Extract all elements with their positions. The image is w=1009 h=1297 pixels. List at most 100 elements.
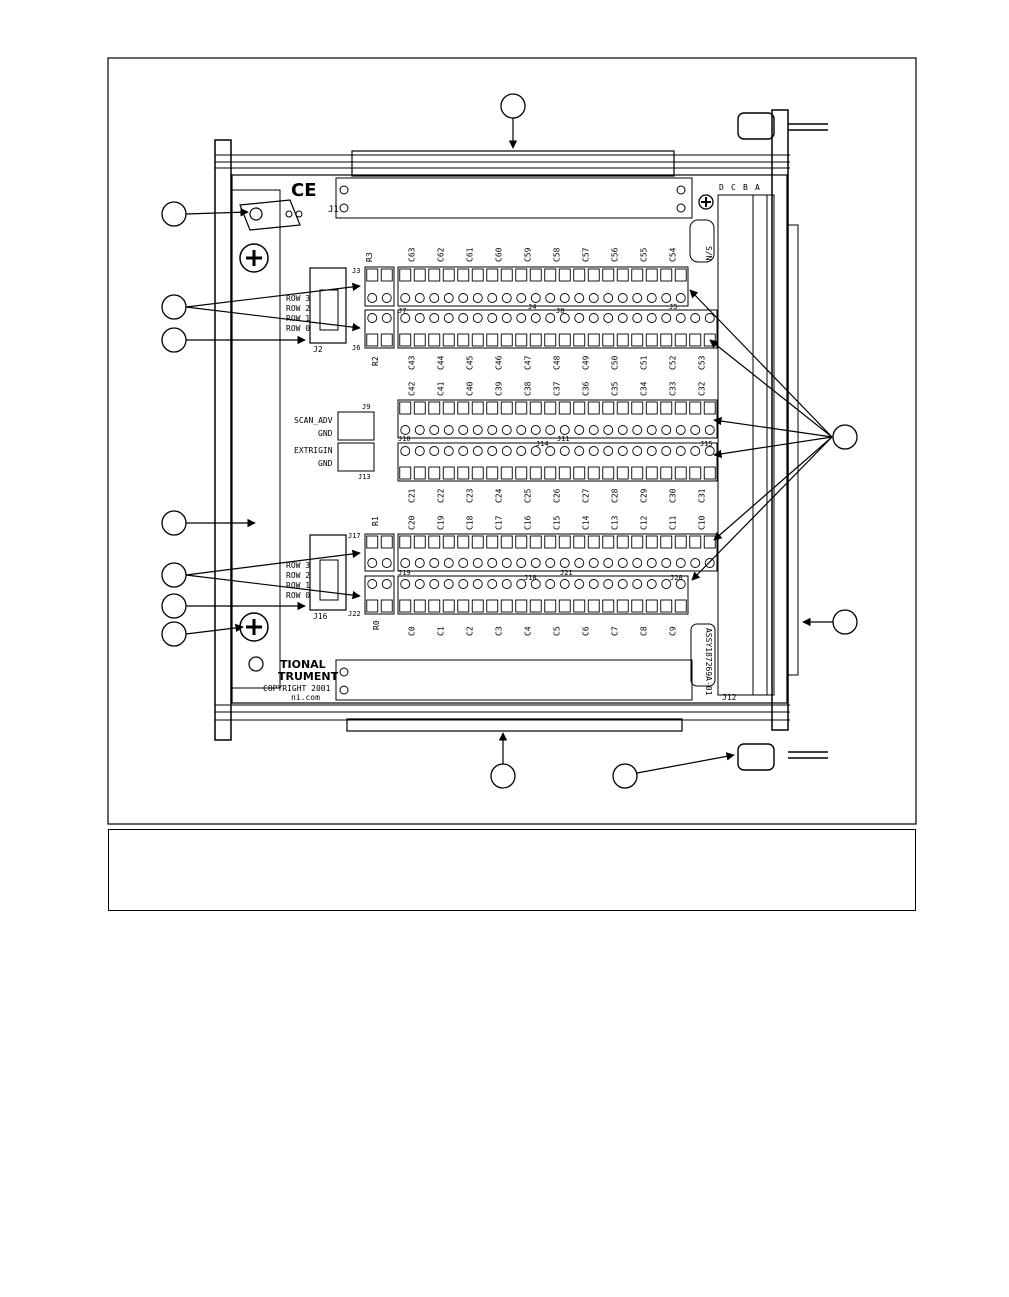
terminal-screw	[367, 313, 378, 323]
terminal-screw	[458, 425, 469, 435]
terminal-screw	[690, 558, 701, 568]
terminal-box	[703, 466, 716, 480]
terminal-box	[413, 401, 426, 415]
callout	[161, 562, 187, 588]
pin-letter: A	[755, 183, 760, 192]
terminal-box	[486, 466, 499, 480]
terminal-box	[399, 333, 412, 347]
terminal-box	[500, 535, 513, 549]
terminal-box	[486, 599, 499, 613]
terminal-box	[660, 535, 673, 549]
callout	[832, 424, 858, 450]
terminal-screw	[400, 579, 411, 589]
terminal-box	[457, 466, 470, 480]
terminal-box	[471, 599, 484, 613]
channel-label: C22	[437, 488, 446, 503]
terminal-screw	[646, 558, 657, 568]
channel-label: C9	[669, 626, 678, 636]
terminal-screw	[632, 313, 643, 323]
terminal-screw	[559, 579, 570, 589]
terminal-strip	[397, 575, 689, 615]
signal-label: GND	[318, 429, 333, 438]
left-bracket	[214, 139, 232, 741]
connector-label: J12	[722, 693, 737, 702]
terminal-screw	[646, 313, 657, 323]
row-label: ROW 2	[286, 304, 310, 313]
terminal-screw	[516, 579, 527, 589]
terminal-screw	[429, 293, 440, 303]
terminal-screw	[646, 579, 657, 589]
callout	[161, 593, 187, 619]
jumper-block-j2: ROW 3 ROW 2 ROW 1 ROW 0 J2	[286, 267, 347, 354]
pin-letter: B	[743, 183, 748, 192]
terminal-screw	[617, 293, 628, 303]
terminal-screw	[414, 425, 425, 435]
channel-label: C51	[640, 355, 649, 370]
terminal-box	[413, 599, 426, 613]
terminal-screw	[545, 425, 556, 435]
row-label: ROW 3	[286, 294, 310, 303]
terminal-screw	[646, 425, 657, 435]
terminal-screw	[487, 446, 498, 456]
terminal-screw	[632, 293, 643, 303]
terminal-box	[544, 466, 557, 480]
terminal-box	[529, 535, 542, 549]
terminal-box	[616, 466, 629, 480]
channel-label: C11	[669, 515, 678, 530]
terminal-screw	[661, 558, 672, 568]
channel-label: C17	[495, 515, 504, 530]
connector-label: J21	[560, 569, 573, 577]
terminal-screw	[367, 293, 378, 303]
callout	[161, 510, 187, 536]
terminal-box	[515, 268, 528, 282]
terminal-box	[558, 535, 571, 549]
terminal-box	[631, 333, 644, 347]
terminal-screw	[588, 425, 599, 435]
callout	[161, 621, 187, 647]
terminal-box	[602, 333, 615, 347]
terminal-screw	[472, 446, 483, 456]
terminal-screw	[487, 425, 498, 435]
terminal-box	[660, 401, 673, 415]
terminal-box	[602, 268, 615, 282]
terminal-screw	[443, 446, 454, 456]
terminal-screw	[501, 313, 512, 323]
serial-label: S/N	[704, 246, 713, 261]
channel-label: C33	[669, 381, 678, 396]
terminal-box	[428, 333, 441, 347]
channel-label: C29	[640, 488, 649, 503]
connector-label: J13	[358, 473, 371, 481]
terminal-screw	[690, 313, 701, 323]
channel-label: C10	[698, 515, 707, 530]
terminal-screw	[632, 425, 643, 435]
channel-label: C58	[553, 247, 562, 262]
terminal-screw	[429, 425, 440, 435]
terminal-screw	[443, 558, 454, 568]
terminal-screw	[381, 313, 392, 323]
terminal-strip	[364, 533, 395, 572]
terminal-strip	[397, 442, 718, 482]
terminal-box	[616, 599, 629, 613]
channel-label: C60	[495, 247, 504, 262]
terminal-screw	[574, 293, 585, 303]
channel-label: C0	[408, 626, 417, 636]
resistor-label: R3	[365, 252, 374, 262]
terminal-box	[413, 268, 426, 282]
terminal-box	[529, 599, 542, 613]
terminal-screw	[381, 579, 392, 589]
channel-label: C20	[408, 515, 417, 530]
channel-label: C7	[611, 626, 620, 636]
terminal-box	[399, 466, 412, 480]
channel-label: C62	[437, 247, 446, 262]
terminal-screw	[458, 293, 469, 303]
channel-label: C34	[640, 381, 649, 396]
terminal-box	[471, 333, 484, 347]
channel-label: C28	[611, 488, 620, 503]
terminal-screw	[603, 425, 614, 435]
terminal-screw	[530, 293, 541, 303]
top-connector	[351, 150, 675, 177]
terminal-box	[674, 466, 687, 480]
terminal-screw	[443, 579, 454, 589]
channel-label: C27	[582, 488, 591, 503]
